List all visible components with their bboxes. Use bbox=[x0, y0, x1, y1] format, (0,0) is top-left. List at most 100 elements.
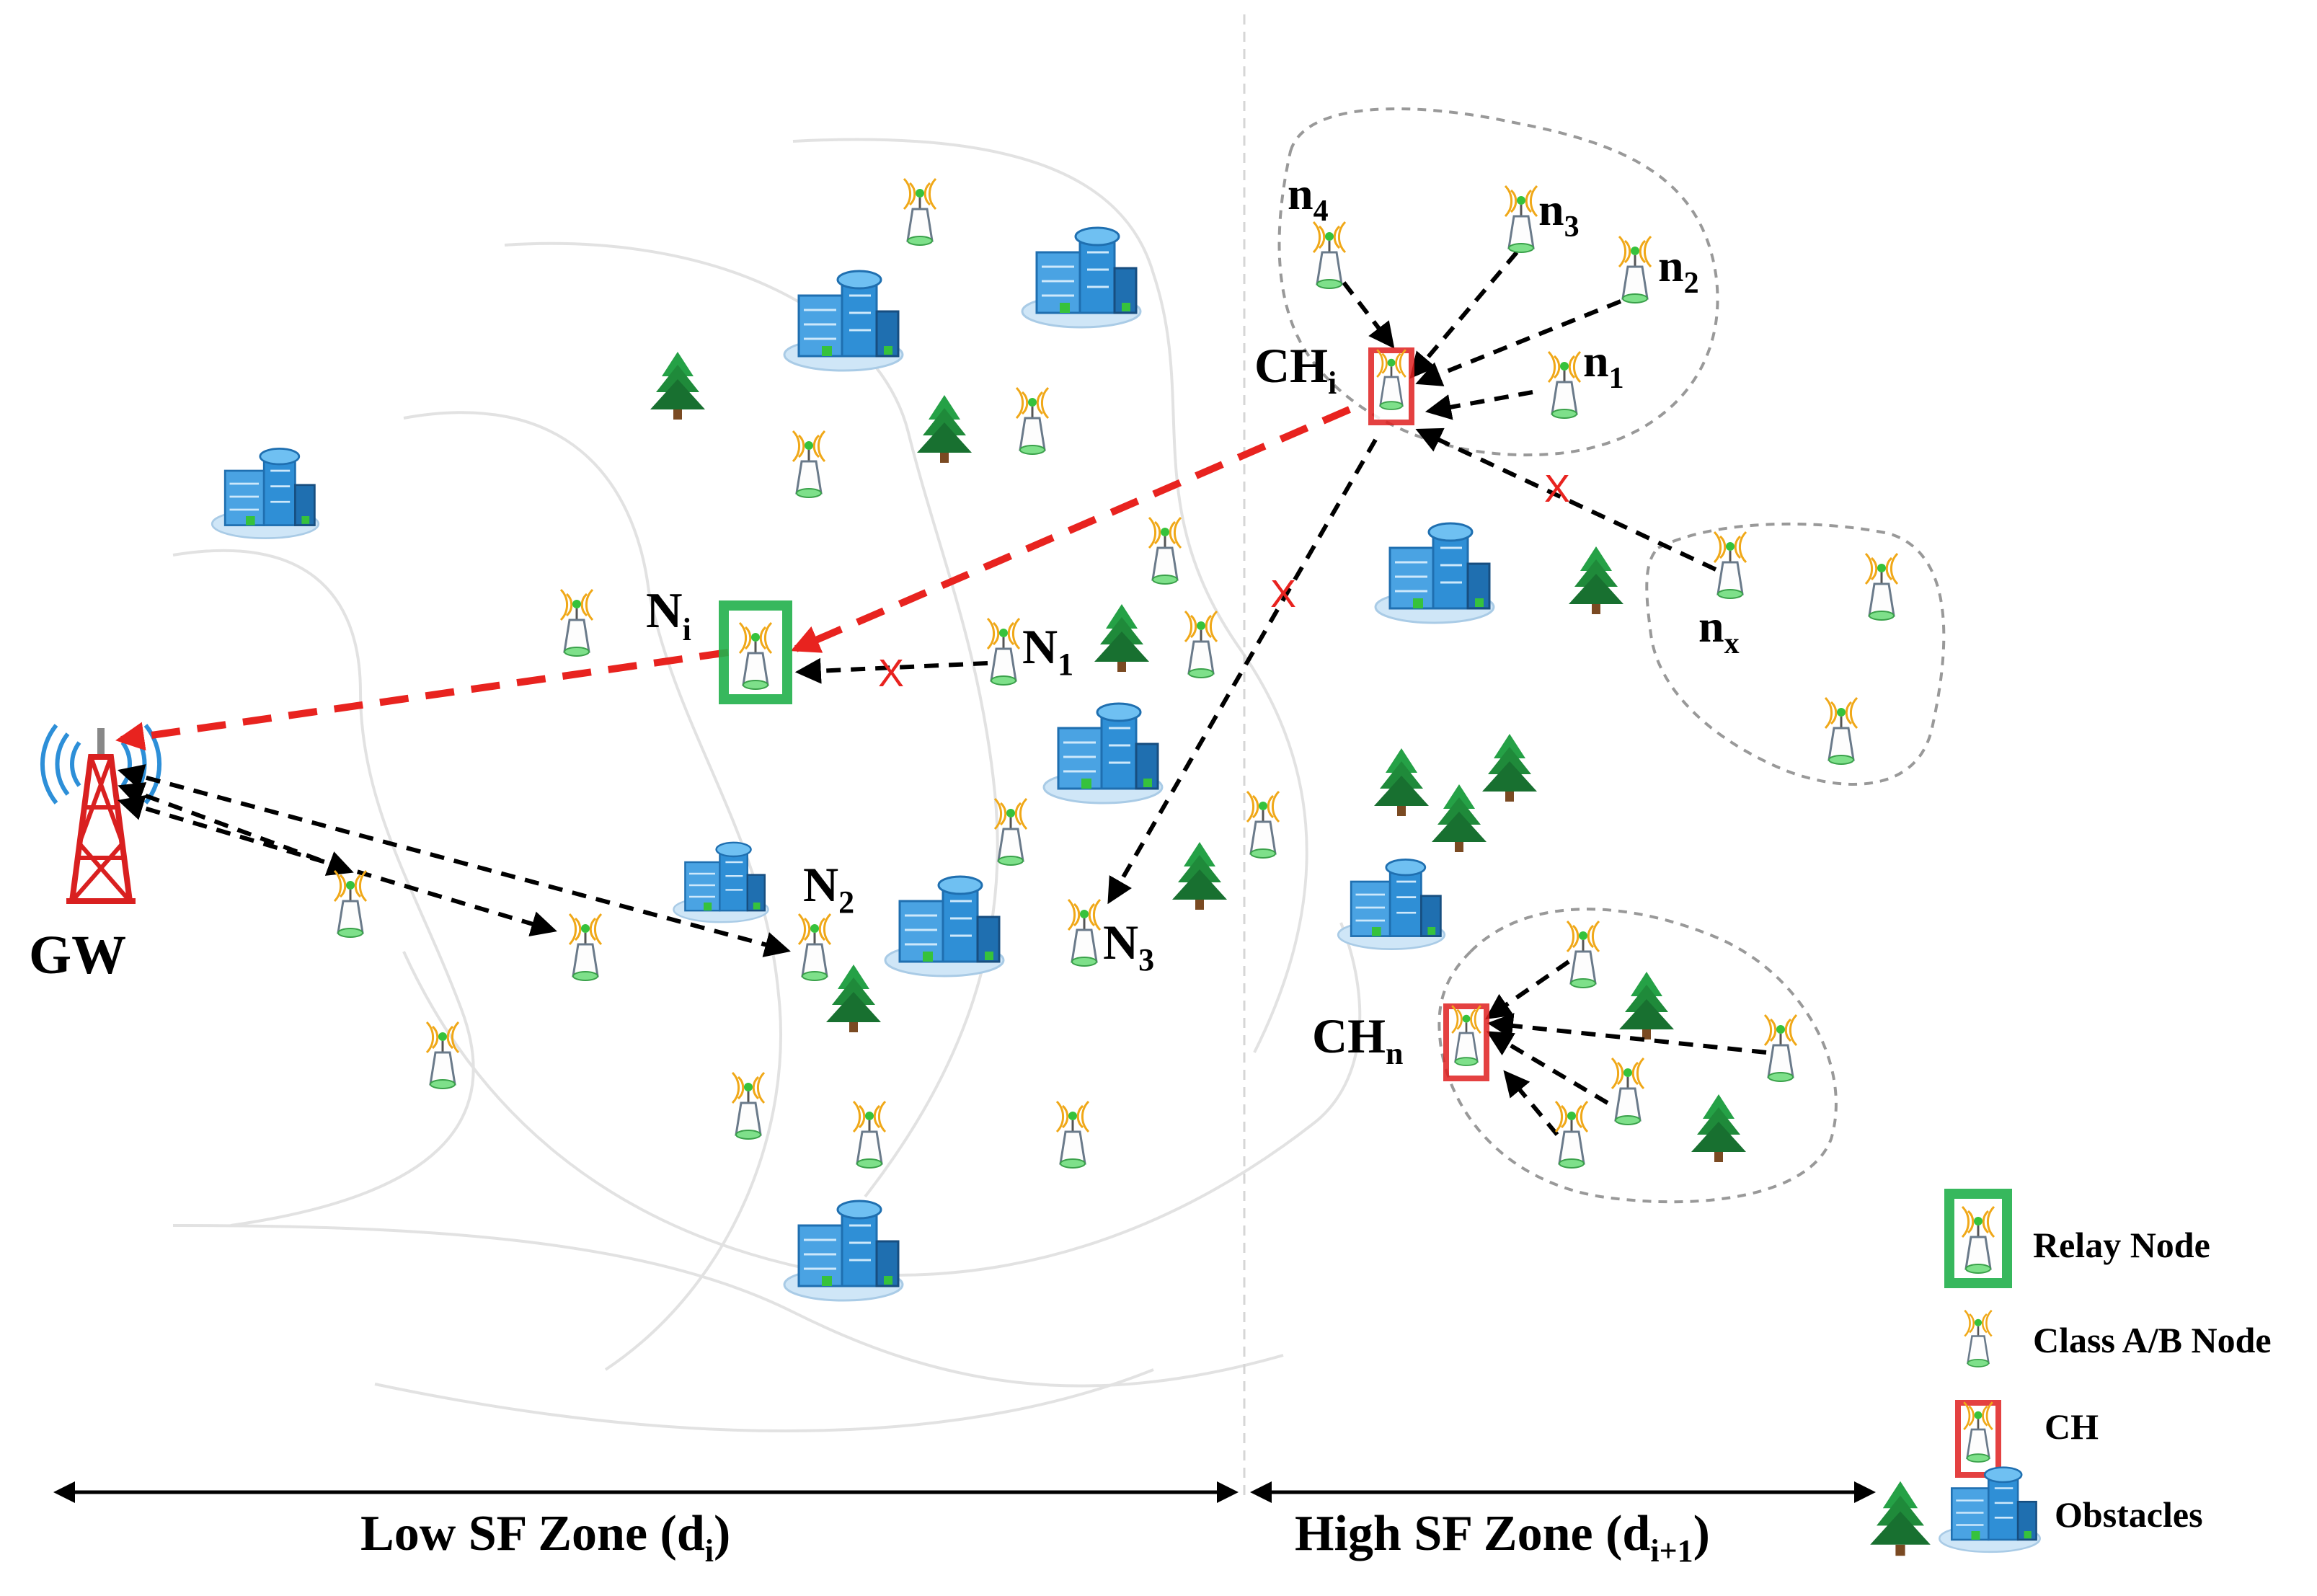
tree-icon bbox=[1094, 604, 1149, 672]
antenna-node-icon bbox=[1055, 1100, 1090, 1169]
link-nx-to-chi bbox=[1415, 427, 1717, 572]
chi-label: CHi bbox=[1254, 338, 1337, 401]
building-icon bbox=[211, 448, 320, 539]
antenna-node-icon bbox=[1015, 386, 1050, 456]
legend-relay-label: Relay Node bbox=[2033, 1225, 2210, 1265]
antenna-node-icon bbox=[425, 1021, 460, 1090]
tree-icon bbox=[917, 395, 972, 463]
link-chi-to-relay bbox=[790, 406, 1351, 653]
cluster-head-chn bbox=[1443, 1003, 1489, 1081]
building-icon bbox=[1939, 1466, 2041, 1553]
building-icon bbox=[1021, 226, 1142, 329]
tree-icon bbox=[1432, 784, 1487, 852]
antenna-node-icon bbox=[903, 177, 937, 247]
link-c2-to-chi bbox=[1415, 299, 1622, 386]
antenna-node-icon bbox=[1864, 552, 1899, 621]
n3-label: N3 bbox=[1103, 915, 1154, 977]
chn-label: CHn bbox=[1312, 1008, 1403, 1071]
antenna-node-icon bbox=[986, 617, 1021, 686]
x-mark-icon: X bbox=[1544, 467, 1570, 510]
link-chn-3 bbox=[1486, 1031, 1609, 1105]
antenna-node-icon bbox=[1148, 516, 1182, 585]
tree-icon bbox=[650, 352, 705, 420]
x-mark-icon: X bbox=[878, 652, 904, 695]
node-labels: GW Ni N1 N2 N3 CHi CHn n4 n3 n2 n1 nx bbox=[29, 168, 1740, 1071]
c3-label: n3 bbox=[1538, 184, 1580, 244]
antenna-node-icon bbox=[1566, 920, 1600, 989]
building-icon bbox=[1042, 702, 1164, 804]
building-icon bbox=[1337, 859, 1446, 950]
cluster-x-boundary bbox=[1645, 522, 1946, 786]
link-n1-to-relay bbox=[794, 657, 988, 684]
c2-label: n2 bbox=[1658, 240, 1699, 300]
tree-icon bbox=[1569, 546, 1623, 614]
antenna-node-icon bbox=[1824, 696, 1859, 766]
antenna-node-icon bbox=[568, 913, 603, 982]
c1-label: n1 bbox=[1583, 335, 1624, 395]
link-gw-node-b bbox=[118, 794, 557, 937]
antenna-node-icon bbox=[1312, 221, 1347, 290]
gateway-tower bbox=[40, 724, 162, 904]
c4-label: n4 bbox=[1288, 168, 1329, 228]
x-mark-icon: X bbox=[1270, 572, 1296, 616]
relay-label: Ni bbox=[646, 583, 691, 647]
building-icon bbox=[884, 875, 1005, 977]
antenna-node-icon bbox=[1067, 898, 1102, 967]
link-c3-to-chi bbox=[1409, 251, 1519, 379]
antenna-node-icon bbox=[1618, 235, 1652, 304]
link-gw-node-c bbox=[118, 764, 791, 957]
link-chn-2 bbox=[1487, 1013, 1767, 1055]
legend-ch-label: CH bbox=[2044, 1406, 2099, 1447]
link-chn-1 bbox=[1485, 959, 1570, 1020]
high-sf-zone-label: High SF Zone (di+1) bbox=[1295, 1506, 1710, 1569]
relay-node-ni bbox=[719, 600, 792, 704]
legend-classab-label: Class A/B Node bbox=[2033, 1320, 2272, 1360]
antenna-node-icon bbox=[1964, 1309, 1993, 1368]
building-icon bbox=[1374, 522, 1495, 624]
x-marks: X X X bbox=[878, 467, 1570, 695]
antenna-node-icon bbox=[797, 913, 832, 982]
link-c4-to-chi bbox=[1342, 281, 1395, 349]
legend-ch-swatch bbox=[1955, 1400, 2001, 1478]
antenna-node-icon bbox=[1184, 610, 1218, 679]
antenna-node-icon bbox=[1246, 790, 1280, 859]
links bbox=[115, 251, 1767, 1136]
antenna-node-icon bbox=[1763, 1014, 1798, 1083]
link-chn-4 bbox=[1503, 1070, 1559, 1136]
antenna-node-icon bbox=[1611, 1057, 1645, 1126]
antenna-node-icon bbox=[731, 1071, 766, 1140]
terrain-contours bbox=[172, 138, 1362, 1432]
low-sf-zone-label: Low SF Zone (di) bbox=[360, 1506, 730, 1569]
antenna-node-icon bbox=[1504, 185, 1538, 254]
legend-relay-swatch bbox=[1944, 1189, 2012, 1288]
antenna-node-icon bbox=[993, 797, 1028, 866]
antenna-node-icon bbox=[852, 1100, 887, 1169]
antenna-node-icon bbox=[1554, 1100, 1589, 1169]
cell-tower-icon bbox=[40, 724, 162, 904]
tree-icon bbox=[826, 965, 881, 1032]
antenna-node-icon bbox=[792, 430, 826, 499]
tree-icon bbox=[1870, 1481, 1931, 1556]
building-icon bbox=[783, 270, 904, 372]
cx-label: nx bbox=[1698, 600, 1740, 660]
n2-label: N2 bbox=[803, 857, 854, 920]
tree-icon bbox=[1172, 842, 1227, 910]
link-chi-to-n3 bbox=[1107, 438, 1378, 905]
gw-label: GW bbox=[29, 925, 126, 985]
zone-indicators: Low SF Zone (di) High SF Zone (di+1) bbox=[53, 1481, 1876, 1569]
n1-label: N1 bbox=[1022, 619, 1073, 682]
antenna-node-icon bbox=[1713, 531, 1747, 600]
tree-icon bbox=[1374, 748, 1429, 816]
tree-icon bbox=[1482, 734, 1537, 802]
building-icon bbox=[783, 1200, 904, 1302]
antenna-node-icon bbox=[333, 869, 368, 939]
tree-icon bbox=[1691, 1094, 1746, 1162]
tree-icon bbox=[1619, 972, 1674, 1039]
cluster-boundaries bbox=[1277, 107, 1946, 1204]
building-icon bbox=[673, 841, 769, 923]
link-relay-to-gw bbox=[115, 649, 729, 751]
cluster-head-chi bbox=[1368, 347, 1414, 425]
antenna-node-icon bbox=[1547, 350, 1582, 420]
antenna-node-icon bbox=[559, 588, 594, 657]
cluster-i-boundary bbox=[1277, 107, 1719, 456]
